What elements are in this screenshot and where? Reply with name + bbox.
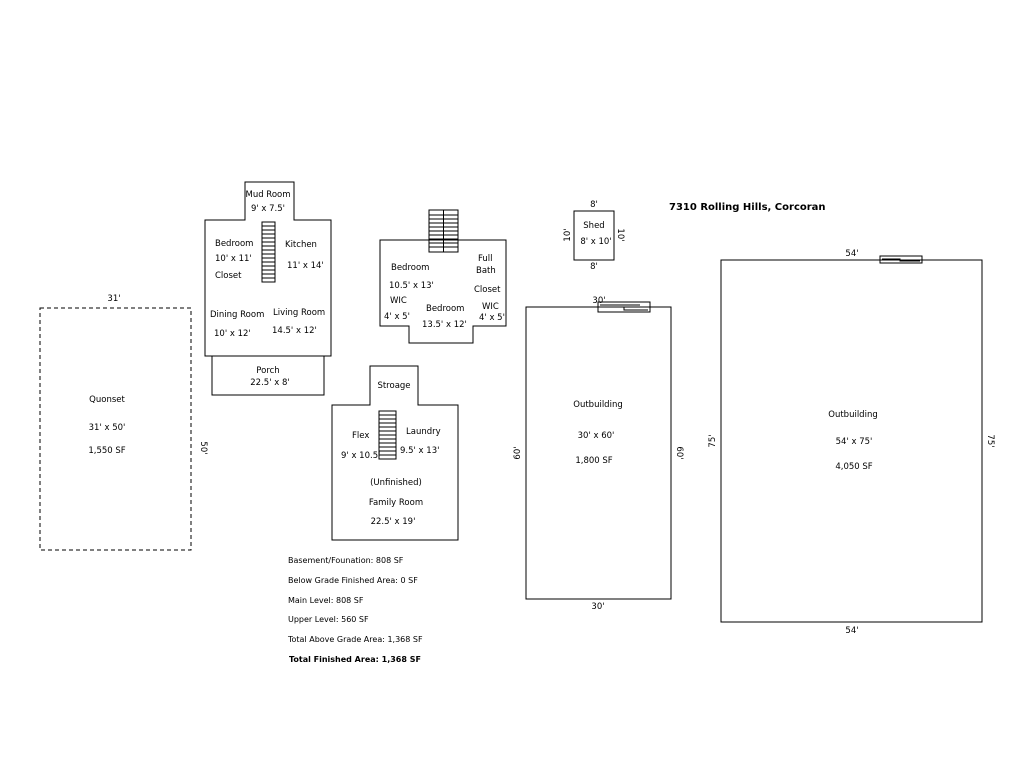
porch-outline [211,355,325,396]
wic-left-name: WIC [390,296,407,306]
mud-room-name: Mud Room [245,190,290,200]
living-room-name: Living Room [273,308,325,318]
family-room-size: 22.5' x 19' [371,517,416,527]
basement-stairs [378,410,397,460]
outbuilding-large-outline [720,259,983,623]
outbuilding-small-right-dimension: 60' [674,446,684,459]
bedroom-size: 10' x 11' [215,254,252,264]
bedroom-name: Bedroom [215,239,253,249]
wic-left-size: 4' x 5' [384,312,410,322]
main-level-plan: Mud Room 9' x 7.5' Bedroom 10' x 11' Clo… [204,181,332,396]
shed-name: Shed [583,221,604,231]
outbuilding-large-door [879,255,923,264]
outbuilding-large-size: 54' x 75' [836,437,873,447]
quonset-side-dimension: 50' [198,441,208,454]
porch-size: 22.5' x 8' [250,378,289,388]
full-bath-line1: Full [478,254,493,264]
outbuilding-small-bottom-dimension: 30' [591,602,604,612]
outbuilding-large: 54' 54' 75' 75' Outbuilding 54' x 75' 4,… [708,249,995,636]
family-room-name: Family Room [369,498,423,508]
quonset-name: Quonset [89,395,125,405]
stat-main-level: Main Level: 808 SF [288,596,364,605]
quonset-outline [39,307,192,551]
outbuilding-large-bottom-dimension: 54' [845,626,858,636]
property-address: 7310 Rolling Hills, Corcoran [669,202,826,213]
kitchen-name: Kitchen [285,240,317,250]
flex-name: Flex [352,431,369,441]
outbuilding-small-area: 1,800 SF [575,456,612,466]
outbuilding-large-name: Outbuilding [828,410,877,420]
outbuilding-large-right-dimension: 75' [985,434,995,447]
shed-building: 8' 8' 10' 10' Shed 8' x 10' [563,200,625,272]
stat-upper-level: Upper Level: 560 SF [288,615,369,624]
upper-level-stairs [428,209,459,253]
dining-room-name: Dining Room [210,310,264,320]
upper-bedroom-left-size: 10.5' x 13' [389,281,434,291]
stat-basement: Basement/Founation: 808 SF [288,556,404,565]
door-swing [882,258,920,262]
upper-bedroom-center-size: 13.5' x 12' [422,320,467,330]
outbuilding-large-left-dimension: 75' [708,434,718,447]
shed-size: 8' x 10' [580,237,611,247]
laundry-size: 9.5' x 13' [400,446,439,456]
kitchen-size: 11' x 14' [287,261,324,271]
shed-left-dimension: 10' [563,228,573,241]
quonset-size: 31' x 50' [89,423,126,433]
shed-bottom-dimension: 8' [590,262,598,272]
basement-outline [331,365,459,541]
shed-outline [573,210,615,261]
laundry-name: Laundry [406,427,441,437]
outbuilding-small-outline [525,306,672,600]
upper-level-plan: Bedroom 10.5' x 13' Full Bath Closet WIC… [379,209,507,344]
mud-room-size: 9' x 7.5' [251,204,285,214]
wic-right-size: 4' x 5' [479,313,505,323]
main-level-stairs [261,221,276,283]
stat-below-grade: Below Grade Finished Area: 0 SF [288,576,418,585]
door-frame [597,301,651,313]
basement-plan: Stroage Flex 9' x 10.5' Laundry 9.5' x 1… [331,365,459,541]
stairs-frame [261,221,276,283]
flex-size: 9' x 10.5' [341,451,380,461]
door-swing [600,306,648,311]
upper-closet-label: Closet [474,285,501,295]
outbuilding-small-left-dimension: 60' [513,446,523,459]
upper-bedroom-center-name: Bedroom [426,304,464,314]
outbuilding-large-area: 4,050 SF [835,462,872,472]
outbuilding-small-name: Outbuilding [573,400,622,410]
wic-right-name: WIC [482,302,499,312]
door-frame [879,255,923,264]
quonset-building: 31' 50' Quonset 31' x 50' 1,550 SF [39,294,208,551]
area-summary: Basement/Founation: 808 SF Below Grade F… [287,556,423,664]
dining-room-size: 10' x 12' [214,329,251,339]
outbuilding-small-top-dimension: 30' [592,296,605,306]
porch-name: Porch [256,366,279,376]
stat-total-above: Total Above Grade Area: 1,368 SF [287,635,423,644]
main-level-outline [204,181,332,357]
living-room-size: 14.5' x 12' [272,326,317,336]
shed-right-dimension: 10' [615,228,625,241]
storage-label: Stroage [377,381,410,391]
unfinished-label: (Unfinished) [370,478,422,488]
outbuilding-small-size: 30' x 60' [578,431,615,441]
upper-level-outline [379,239,507,344]
quonset-top-dimension: 31' [107,294,120,304]
stat-total-finished: Total Finished Area: 1,368 SF [289,655,421,664]
outbuilding-large-top-dimension: 54' [845,249,858,259]
closet-label: Closet [215,271,242,281]
shed-top-dimension: 8' [590,200,598,210]
quonset-area: 1,550 SF [88,446,125,456]
full-bath-line2: Bath [476,266,496,276]
outbuilding-small-door [597,301,651,313]
upper-bedroom-left-name: Bedroom [391,263,429,273]
outbuilding-small: 30' 30' 60' 60' Outbuilding 30' x 60' 1,… [513,296,684,612]
